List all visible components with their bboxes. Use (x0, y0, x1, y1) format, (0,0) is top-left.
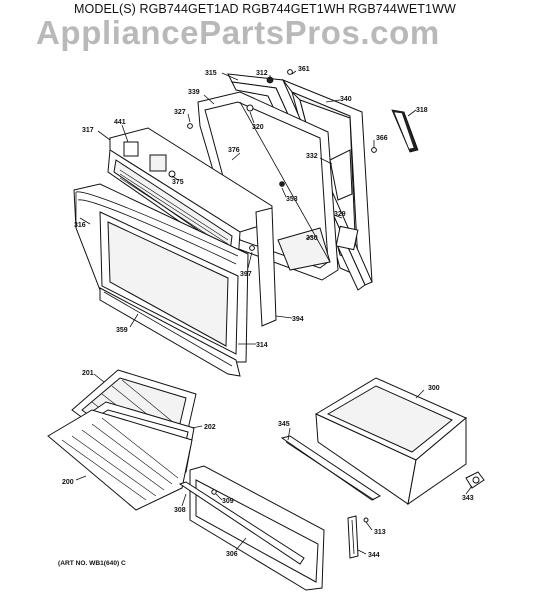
callout-339: 339 (188, 89, 200, 96)
outer-door (73, 183, 249, 363)
callout-366: 366 (376, 135, 388, 142)
callout-361: 361 (298, 66, 310, 73)
callout-343: 343 (462, 495, 474, 502)
callout-200: 200 (62, 479, 74, 486)
callout-317: 317 (82, 127, 94, 134)
door-frame (107, 127, 277, 327)
callout-313: 313 (374, 529, 386, 536)
door-bottom-trim (99, 287, 241, 377)
callout-344: 344 (368, 552, 380, 559)
callout-300: 300 (428, 385, 440, 392)
callout-359: 359 (116, 327, 128, 334)
callout-394: 394 (292, 316, 304, 323)
callout-309: 309 (222, 498, 234, 505)
callout-315: 315 (205, 70, 217, 77)
callout-340: 340 (340, 96, 352, 103)
storage-drawer (314, 377, 467, 506)
callout-376: 376 (228, 147, 240, 154)
model-header: MODEL(S) RGB744GET1AD RGB744GET1WH RGB74… (74, 2, 456, 16)
callout-306: 306 (226, 551, 238, 558)
door-gasket (391, 109, 419, 153)
callout-375: 375 (172, 179, 184, 186)
drawer-bracket (347, 515, 369, 559)
callout-labels: 315 312 361 339 340 318 327 320 441 317 … (62, 66, 474, 559)
callout-201: 201 (82, 370, 94, 377)
callout-441: 441 (114, 119, 126, 126)
callout-308: 308 (174, 507, 186, 514)
callout-202: 202 (204, 424, 216, 431)
callout-327: 327 (174, 109, 186, 116)
callout-397: 397 (240, 271, 252, 278)
drawer-roller (465, 471, 485, 489)
callout-318: 318 (416, 107, 428, 114)
callout-312: 312 (256, 70, 268, 77)
callout-332: 332 (306, 153, 318, 160)
oven-rack (47, 409, 193, 511)
hardware-screws (168, 69, 377, 251)
watermark: AppliancePartsPros.com (36, 14, 440, 51)
leader-lines (75, 70, 473, 555)
callout-330: 330 (306, 235, 318, 242)
callout-329: 329 (334, 211, 346, 218)
callout-314: 314 (256, 342, 268, 349)
drawer-rail (280, 435, 381, 501)
door-liner-panel (227, 73, 373, 291)
callout-345: 345 (278, 421, 290, 428)
callout-353: 353 (286, 196, 298, 203)
art-number: (ART NO. WB1(640) C (58, 560, 126, 567)
callout-316: 316 (74, 222, 86, 229)
drawer-front-panel (178, 465, 325, 591)
callout-320: 320 (252, 124, 264, 131)
